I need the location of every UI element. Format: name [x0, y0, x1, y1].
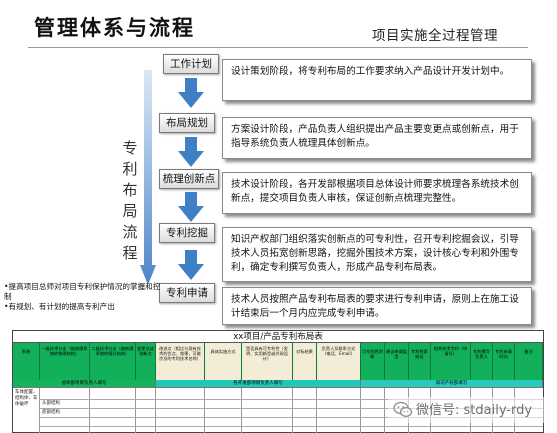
- table-cell: 车体配置、结构体、车体破坏: [15, 390, 38, 407]
- page-title: 管理体系与流程: [34, 16, 195, 40]
- table-grid-line: [155, 388, 156, 433]
- table-header: 可专利性判断: [361, 343, 385, 380]
- table-grid-line: [135, 388, 136, 433]
- table-grid-line: [316, 388, 317, 433]
- table-cell: 头部结构: [42, 401, 60, 406]
- stage-description: 知识产权部门组织落实创新点的可专利性，召开专利挖掘会议，引导技术人员拓宽创新思路…: [222, 227, 532, 282]
- flow-down-arrow-icon: [140, 70, 156, 285]
- table-header: 系统: [13, 343, 40, 380]
- table-cell: 底部结构: [42, 410, 60, 415]
- table-grid-line: [89, 388, 90, 433]
- table-grid-line: [39, 399, 543, 400]
- stage-label: 专利申请: [159, 283, 215, 303]
- table-header: 专利检索结论: [409, 343, 431, 380]
- table-header: 专利撰写负责人: [471, 343, 493, 380]
- table-header: 相关技术专利（申请号）: [431, 343, 471, 380]
- table-header: 建议申请类型: [385, 343, 409, 380]
- table-grid-line: [292, 388, 293, 433]
- stage-description: 技术人员按照产品专利布局表的要求进行专利申请，原则上在施工设计结束后一个月内应完…: [222, 287, 532, 325]
- chevron-down-icon: [178, 78, 204, 108]
- stage-label: 布局规划: [159, 113, 215, 133]
- table-header: 是否具有可专利性（发明、实用新型或外观设计）: [242, 343, 293, 380]
- table-grid-line: [360, 388, 361, 433]
- table-grid-line: [39, 417, 543, 418]
- stage-label: 梳理创新点: [159, 169, 219, 189]
- benefit-list: •提高项目总师对项目专利保护情况的掌握和控制 •有规划、有计划的提高专利产出: [4, 282, 162, 312]
- table-header: 负责人及联系方式（电话、Email）: [317, 343, 361, 380]
- table-header: 二级技术分支（被梳理系统的细分结构）: [90, 343, 136, 380]
- table-header: 一级技术分支（被梳理系统的物理结构）: [40, 343, 90, 380]
- title-divider: [28, 47, 528, 48]
- chevron-down-icon: [178, 137, 204, 167]
- table-header: 变更点或创新点: [136, 343, 156, 380]
- stage-label: 工作计划: [163, 54, 219, 74]
- benefit-item: •提高项目总师对项目专利保护情况的掌握和控制: [4, 282, 161, 301]
- patent-layout-table: xx项目/产品专利布局表 系统 一级技术分支（被梳理系统的物理结构） 二级技术分…: [12, 330, 544, 433]
- stage-description: 方案设计阶段，产品负责人组织提出产品主要变更点或创新点，用于指导系统负责人梳理具…: [222, 117, 532, 159]
- watermark-backdrop: [388, 397, 556, 423]
- table-grid-line: [39, 426, 543, 427]
- table-header: 备注: [515, 343, 543, 380]
- table-group-header: 知识产权部填写: [361, 380, 543, 388]
- table-grid-line: [39, 388, 40, 433]
- table-grid-line: [384, 388, 385, 433]
- table-header: 专利申请时间: [493, 343, 515, 380]
- table-header: 具体实施方式: [205, 343, 242, 380]
- table-grid-line: [241, 388, 242, 433]
- stage-label: 专利挖掘: [159, 223, 215, 243]
- table-grid-line: [204, 388, 205, 433]
- page-subtitle: 项目实施全过程管理: [372, 28, 498, 44]
- table-grid-line: [39, 408, 543, 409]
- table-header: 对标结果: [293, 343, 317, 380]
- table-header: 改进点（相比与现有技术的优点、效果，可能涉及的专利技术名称）: [156, 343, 205, 380]
- benefit-item: •有规划、有计划的提高专利产出: [4, 302, 115, 311]
- table-title: xx项目/产品专利布局表: [13, 331, 543, 343]
- watermark-text: 微信号: stdaily-rdy: [416, 403, 533, 418]
- chevron-down-icon: [178, 250, 204, 280]
- process-side-label: 专利布局流程: [122, 139, 138, 262]
- stage-description: 设计策划阶段，将专利布局的工作要求纳入产品设计开发计划中。: [222, 59, 532, 101]
- table-group-header: 总体部项目负责人填写: [13, 380, 156, 388]
- chevron-down-icon: [178, 192, 204, 222]
- table-group-header: 各开发部项目负责人填写: [156, 380, 361, 388]
- stage-description: 技术设计阶段，各开发部根据项目总体设计师要求梳理各系统技术创新点，提交项目负责人…: [222, 172, 532, 214]
- wechat-icon: [393, 401, 413, 417]
